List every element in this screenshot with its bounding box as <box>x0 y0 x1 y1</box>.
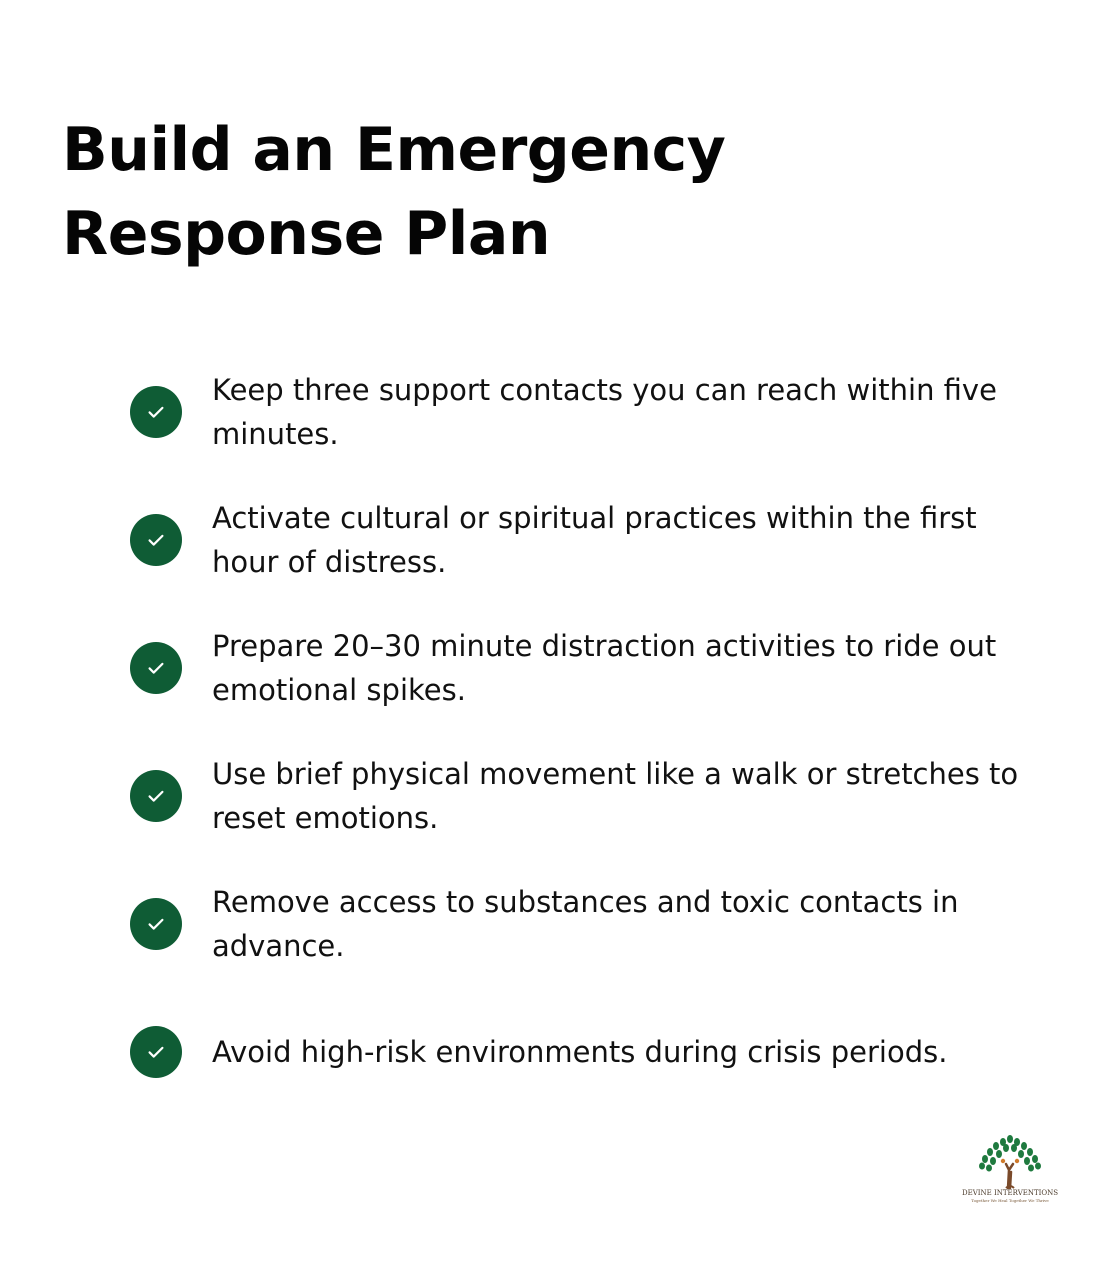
check-circle-icon <box>130 1026 182 1078</box>
check-circle-icon <box>130 514 182 566</box>
list-item: Avoid high-risk environments during cris… <box>130 1008 1060 1096</box>
list-item-text: Activate cultural or spiritual practices… <box>212 501 977 579</box>
logo-tagline: Together We Heal Together We Thrive <box>971 1198 1049 1203</box>
page-title: Build an Emergency Response Plan <box>62 115 726 269</box>
checklist: Keep three support contacts you can reac… <box>130 368 1060 1096</box>
check-circle-icon <box>130 770 182 822</box>
brand-logo: DEVINE INTERVENTIONS Together We Heal To… <box>962 1134 1058 1208</box>
list-item: Keep three support contacts you can reac… <box>130 368 1060 456</box>
list-item-text: Remove access to substances and toxic co… <box>212 885 959 963</box>
list-item: Activate cultural or spiritual practices… <box>130 496 1060 584</box>
check-circle-icon <box>130 642 182 694</box>
list-item-text: Use brief physical movement like a walk … <box>212 757 1019 835</box>
list-item: Prepare 20–30 minute distraction activit… <box>130 624 1060 712</box>
tree-logo-icon <box>979 1135 1041 1190</box>
list-item-text: Prepare 20–30 minute distraction activit… <box>212 629 997 707</box>
list-item: Use brief physical movement like a walk … <box>130 752 1060 840</box>
list-item: Remove access to substances and toxic co… <box>130 880 1060 968</box>
check-circle-icon <box>130 898 182 950</box>
list-item-text: Avoid high-risk environments during cris… <box>212 1035 948 1069</box>
logo-name: DEVINE INTERVENTIONS <box>962 1189 1059 1197</box>
list-item-text: Keep three support contacts you can reac… <box>212 373 997 451</box>
check-circle-icon <box>130 386 182 438</box>
